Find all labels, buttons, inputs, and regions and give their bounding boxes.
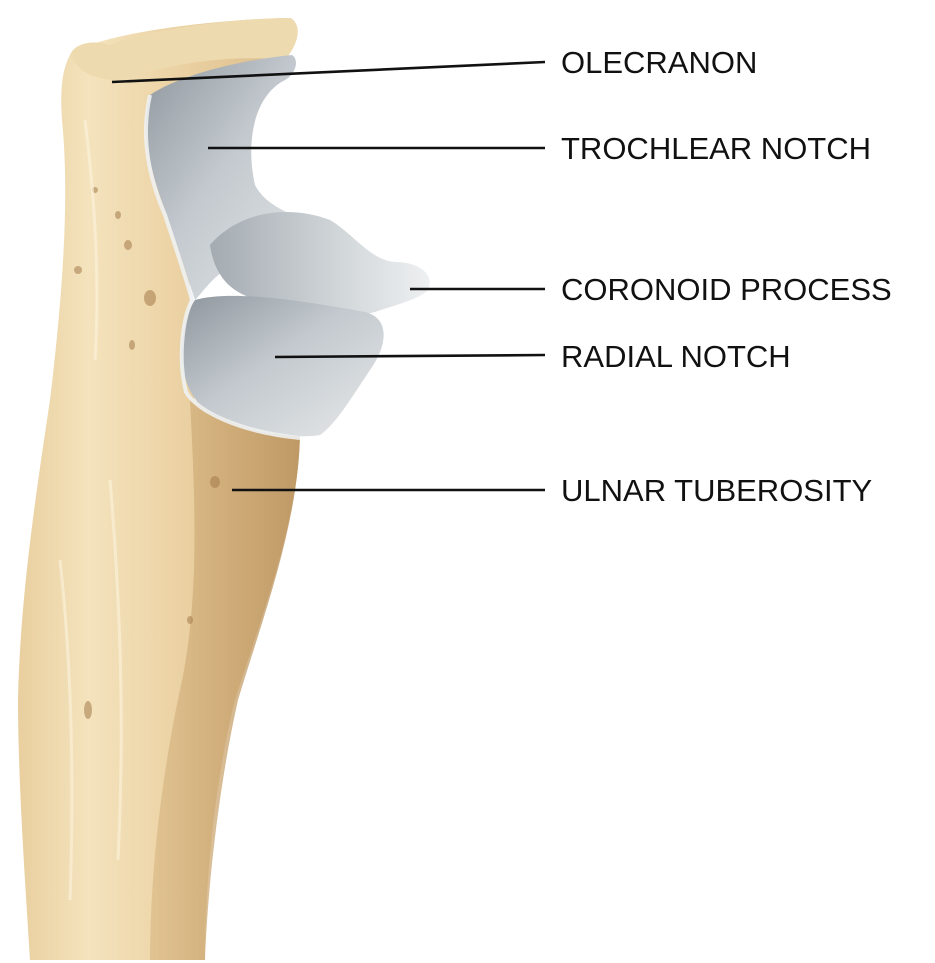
- label-ulnar-tuberosity: ULNAR TUBEROSITY: [232, 473, 872, 508]
- label-trochlear-notch: TROCHLEAR NOTCH: [208, 131, 871, 166]
- label-text-radial-notch: RADIAL NOTCH: [561, 339, 791, 374]
- label-coronoid-process: CORONOID PROCESS: [410, 272, 892, 307]
- label-text-olecranon: OLECRANON: [561, 45, 757, 80]
- label-text-coronoid-process: CORONOID PROCESS: [561, 272, 892, 307]
- articular-cartilage: [146, 55, 430, 438]
- label-text-ulnar-tuberosity: ULNAR TUBEROSITY: [561, 473, 872, 508]
- label-text-trochlear-notch: TROCHLEAR NOTCH: [561, 131, 871, 166]
